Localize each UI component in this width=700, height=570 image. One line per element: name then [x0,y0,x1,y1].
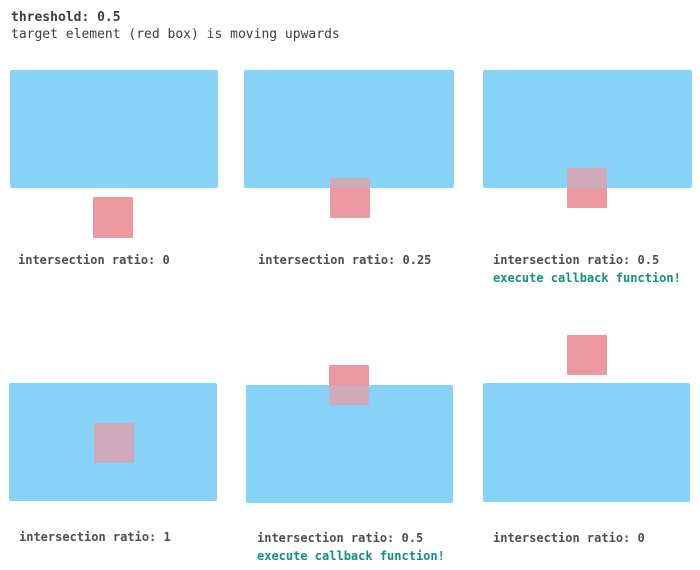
target-box [93,197,133,238]
intersection-overlap [94,423,134,463]
intersection-ratio-label: intersection ratio: 1 [19,530,171,544]
description-label: target element (red box) is moving upwar… [11,27,340,42]
callback-label: execute callback function! [257,549,445,563]
root-viewport-rect [483,383,690,502]
threshold-label: threshold: 0.5 [11,10,121,25]
intersection-ratio-label: intersection ratio: 0.25 [258,253,432,267]
target-box [567,335,607,375]
root-viewport-rect [10,70,218,188]
intersection-overlap [330,178,370,188]
intersection-overlap [329,385,369,405]
intersection-ratio-label: intersection ratio: 0 [493,531,645,545]
intersection-ratio-label: intersection ratio: 0.5 [257,531,424,545]
root-viewport-rect [244,70,454,188]
intersection-ratio-label: intersection ratio: 0 [18,253,170,267]
intersection-overlap [567,168,607,188]
callback-label: execute callback function! [493,271,681,285]
intersection-ratio-label: intersection ratio: 0.5 [493,253,660,267]
